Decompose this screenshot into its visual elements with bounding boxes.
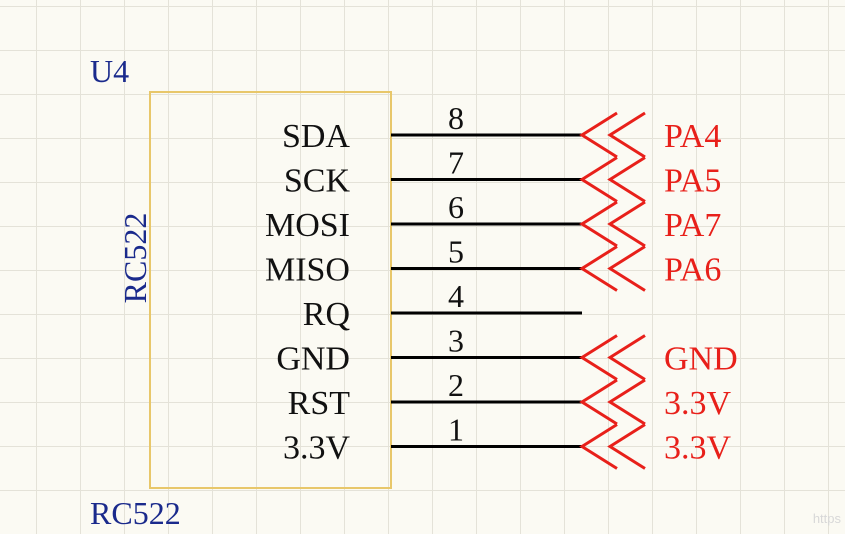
pin-number: 7 xyxy=(448,145,464,181)
component-footprint-name: RC522 xyxy=(90,495,181,531)
net-port-icon xyxy=(579,245,646,292)
pin-name: SDA xyxy=(282,118,350,155)
pin-name: RQ xyxy=(303,296,350,333)
net-port-icon xyxy=(579,334,646,381)
pin-name: SCK xyxy=(284,163,351,200)
net-port-icon xyxy=(579,111,646,159)
net-port-icon xyxy=(579,156,646,203)
pin-number: 3 xyxy=(448,323,464,359)
pin-4: RQ 4 xyxy=(303,278,582,333)
pin-number: 5 xyxy=(448,234,464,270)
component-designator: U4 xyxy=(90,53,129,89)
pin-1: 3.3V 1 3.3V xyxy=(283,412,732,470)
component-body[interactable] xyxy=(149,91,392,489)
pin-number: 4 xyxy=(448,278,464,314)
component-comment-vertical: RC522 xyxy=(117,213,153,304)
net-label[interactable]: 3.3V xyxy=(664,430,732,467)
net-label[interactable]: PA4 xyxy=(664,118,721,155)
pin-2: RST 2 3.3V xyxy=(288,367,732,426)
pin-name: MOSI xyxy=(265,207,350,244)
pin-number: 1 xyxy=(448,412,464,448)
pin-number: 8 xyxy=(448,100,464,136)
net-port-icon xyxy=(579,378,646,426)
net-port-icon xyxy=(579,200,646,248)
pin-name: 3.3V xyxy=(283,430,351,467)
pin-number: 6 xyxy=(448,189,464,225)
pin-name: RST xyxy=(288,385,351,422)
pin-name: GND xyxy=(276,341,350,378)
watermark-text: https xyxy=(812,511,841,526)
net-label[interactable]: PA6 xyxy=(664,252,721,289)
net-label[interactable]: PA7 xyxy=(664,207,721,244)
pin-number: 2 xyxy=(448,367,464,403)
net-label[interactable]: 3.3V xyxy=(664,385,732,422)
net-port-icon xyxy=(579,423,646,470)
pin-name: MISO xyxy=(265,252,350,289)
net-label[interactable]: PA5 xyxy=(664,163,721,200)
net-label[interactable]: GND xyxy=(664,341,738,378)
